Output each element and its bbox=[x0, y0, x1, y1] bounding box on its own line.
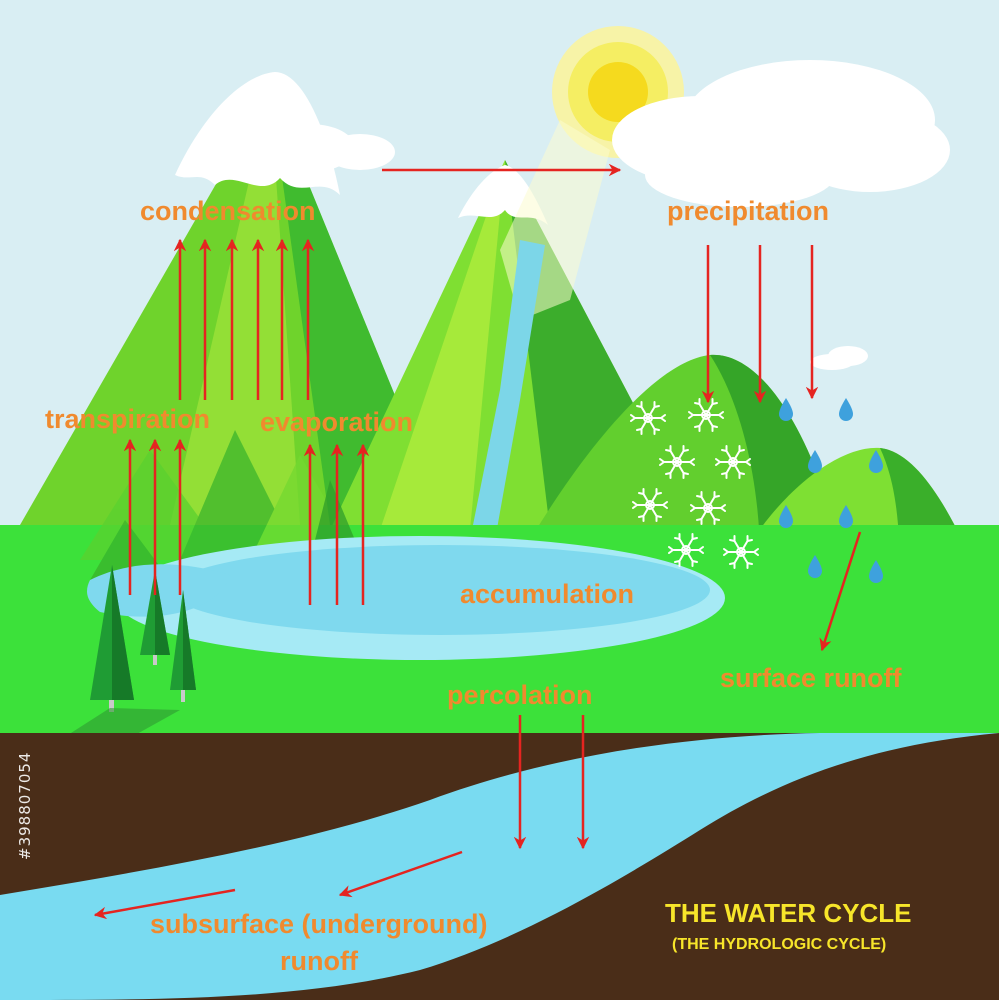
underground-river bbox=[0, 733, 999, 1000]
label-subsurface-runoff-line2: runoff bbox=[280, 946, 358, 976]
label-condensation: condensation bbox=[140, 196, 316, 226]
label-percolation: percolation bbox=[447, 680, 593, 710]
cloud-icon bbox=[612, 60, 950, 207]
tree-icon bbox=[90, 565, 134, 712]
waterfall bbox=[470, 240, 545, 540]
label-subsurface-runoff-line1: subsurface (underground) bbox=[150, 909, 488, 939]
label-transpiration: transpiration bbox=[45, 404, 211, 434]
cloud-icon bbox=[810, 346, 868, 370]
diagram-title: THE WATER CYCLE bbox=[665, 898, 912, 928]
tree-icon bbox=[170, 590, 196, 702]
stock-id: #398807054 bbox=[16, 751, 34, 860]
diagram-subtitle: (THE HYDROLOGIC CYCLE) bbox=[672, 936, 887, 953]
label-surface-runoff: surface runoff bbox=[720, 663, 902, 693]
tree-icon bbox=[140, 570, 170, 665]
label-evaporation: evaporation bbox=[260, 407, 414, 437]
arrow-icon bbox=[93, 163, 862, 920]
label-precipitation: precipitation bbox=[667, 196, 830, 226]
lake bbox=[87, 536, 725, 660]
label-accumulation: accumulation bbox=[460, 579, 635, 609]
